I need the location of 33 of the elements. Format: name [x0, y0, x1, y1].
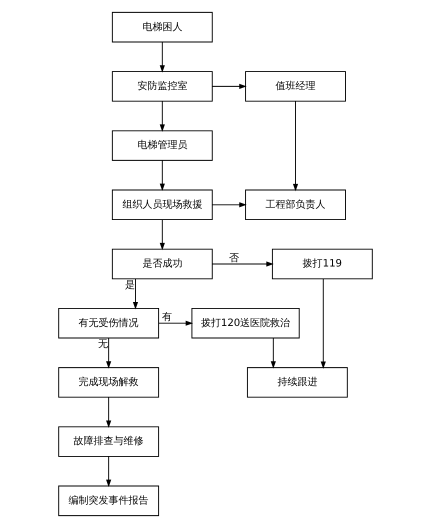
arrow [160, 100, 165, 132]
arrow [160, 160, 165, 192]
node-box: 完成现场解救 [58, 367, 160, 398]
node-box: 是否成功 [112, 248, 213, 280]
arrow [132, 278, 138, 310]
arrow [212, 202, 247, 208]
node-box: 安防监控室 [112, 71, 213, 102]
node-box: 工程部负责人 [245, 190, 346, 220]
edge-label: 有 [162, 312, 172, 324]
node-box: 故障排查与维修 [58, 426, 160, 457]
node-box: 电梯管理员 [112, 130, 213, 161]
arrow [106, 456, 112, 488]
arrow [160, 42, 165, 73]
node-box: 组织人员现场救援 [112, 190, 213, 220]
arrow [212, 261, 274, 267]
arrow [160, 219, 165, 250]
node-box: 值班经理 [245, 71, 346, 102]
edge-label: 是 [124, 280, 135, 291]
arrow [270, 338, 276, 369]
edge-label: 否 [229, 253, 240, 264]
arrow [212, 84, 247, 89]
node-box: 拨打119 [272, 248, 373, 280]
node-box: 电梯困人 [112, 12, 213, 42]
arrow [158, 320, 194, 326]
node-box: 拨打120送医院救治 [191, 308, 300, 338]
arrow [292, 100, 298, 192]
node-box: 持续跟进 [246, 367, 348, 398]
arrow [320, 278, 326, 369]
edge-label: 无 [98, 338, 108, 350]
node-box: 有无受伤情况 [58, 308, 160, 338]
node-box: 编制突发事件报告 [58, 486, 160, 516]
arrow [106, 396, 112, 428]
arrow [106, 338, 112, 369]
